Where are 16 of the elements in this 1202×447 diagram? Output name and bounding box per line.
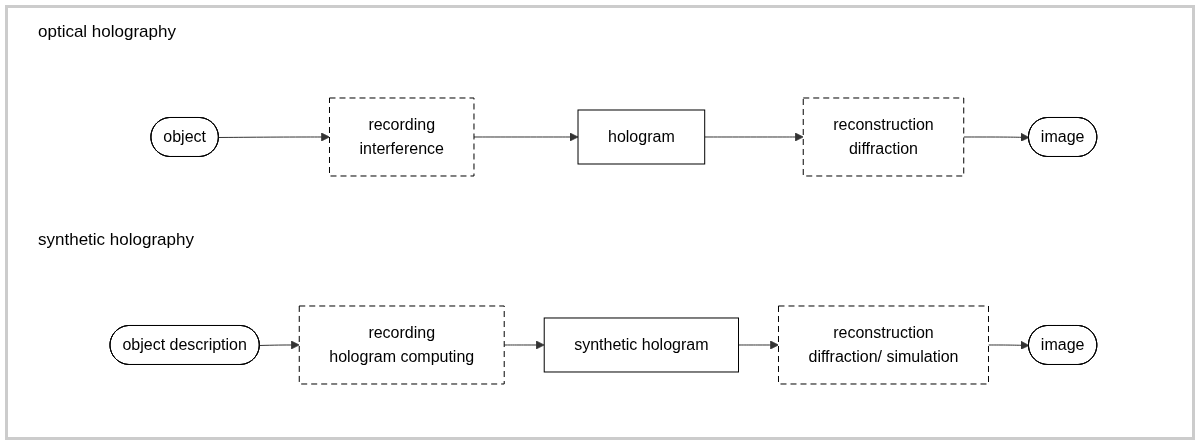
node-box: reconstruction diffraction/ simulation (777, 305, 989, 384)
row-heading: synthetic holography (38, 230, 194, 250)
node-box: reconstruction diffraction (802, 97, 964, 176)
arrow (703, 132, 804, 141)
arrow (987, 340, 1029, 350)
arrow (962, 132, 1029, 142)
arrow (258, 340, 300, 349)
arrow (737, 340, 779, 349)
node-box: recording hologram computing (298, 305, 505, 384)
node-box: synthetic hologram (543, 317, 739, 372)
row-heading: optical holography (38, 22, 176, 42)
arrow (503, 340, 545, 349)
arrow (473, 132, 578, 141)
node-box: hologram (577, 109, 705, 164)
arrow (217, 132, 330, 141)
node-box: recording interference (328, 97, 475, 176)
